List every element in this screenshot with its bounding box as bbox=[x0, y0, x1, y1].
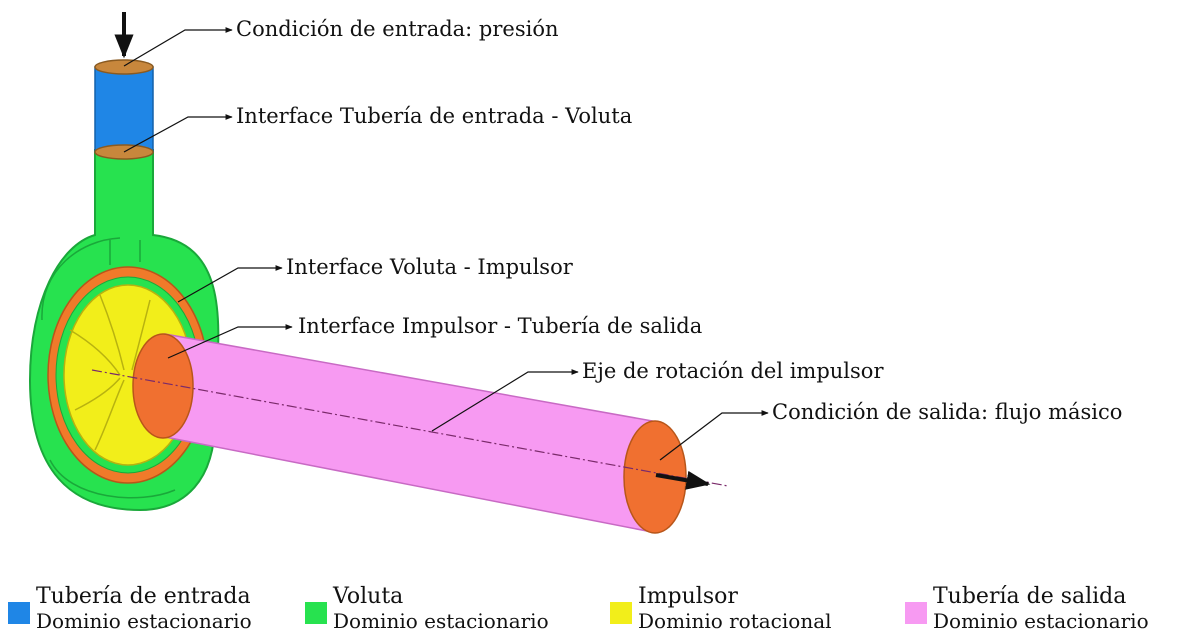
leader-rotation-axis bbox=[431, 369, 579, 432]
inlet-pipe bbox=[94, 59, 154, 160]
leader-outlet-condition bbox=[659, 410, 769, 461]
inlet-face bbox=[94, 59, 154, 75]
legend-swatch-volute bbox=[305, 602, 327, 624]
leader-inlet-volute bbox=[123, 114, 233, 153]
legend-subtitle: Dominio rotacional bbox=[638, 609, 832, 633]
legend-title: Voluta bbox=[333, 584, 404, 609]
leader-volute-impeller bbox=[177, 265, 283, 303]
label-impeller-outlet-interface: Interface Impulsor - Tubería de salida bbox=[298, 314, 703, 338]
legend-subtitle: Dominio estacionario bbox=[933, 609, 1149, 633]
leader-impeller-outlet bbox=[167, 324, 293, 359]
legend-title: Impulsor bbox=[638, 584, 738, 609]
label-volute-impeller-interface: Interface Voluta - Impulsor bbox=[286, 255, 573, 279]
outlet-arrow bbox=[655, 470, 711, 490]
label-rotation-axis: Eje de rotación del impulsor bbox=[582, 359, 884, 383]
legend-title: Tubería de entrada bbox=[36, 584, 251, 609]
legend-subtitle: Dominio estacionario bbox=[333, 609, 549, 633]
label-outlet-condition: Condición de salida: flujo másico bbox=[772, 400, 1123, 424]
impeller-outlet-interface bbox=[132, 333, 194, 439]
legend-swatch-outlet-pipe bbox=[905, 602, 927, 624]
leader-inlet-condition bbox=[123, 27, 233, 67]
legend-swatch-impeller bbox=[610, 602, 632, 624]
label-inlet-volute-interface: Interface Tubería de entrada - Voluta bbox=[236, 104, 633, 128]
leader-lines bbox=[123, 27, 769, 461]
legend-swatch-inlet-pipe bbox=[8, 602, 30, 624]
legend-subtitle: Dominio estacionario bbox=[36, 609, 252, 633]
legend-title: Tubería de salida bbox=[933, 584, 1127, 609]
label-inlet-condition: Condición de entrada: presión bbox=[236, 17, 559, 41]
